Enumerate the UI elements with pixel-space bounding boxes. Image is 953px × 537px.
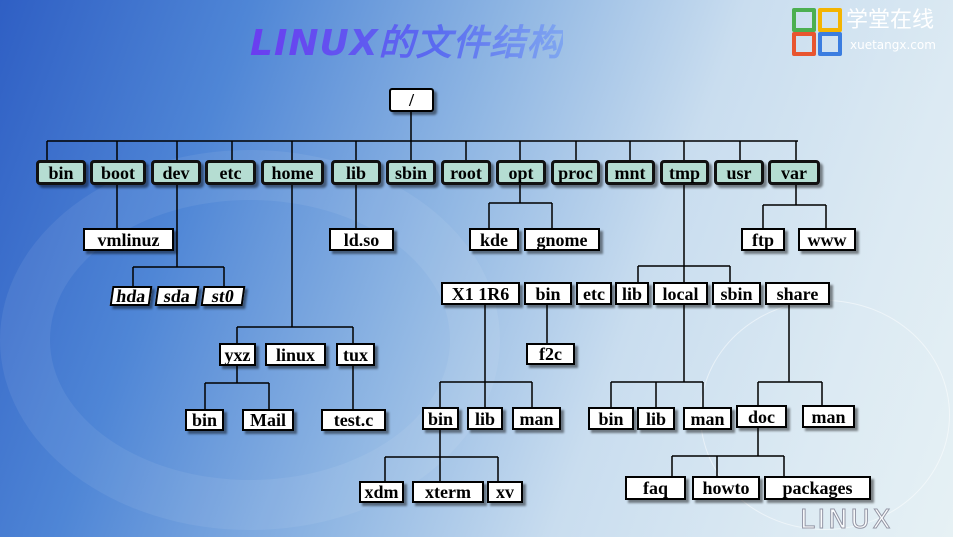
directory-node: doc	[736, 405, 787, 428]
directory-node: faq	[625, 476, 686, 500]
logo-icon	[818, 8, 842, 32]
directory-node: bin	[588, 407, 634, 430]
directory-node: man	[512, 407, 561, 430]
directory-node: etc	[205, 160, 256, 185]
directory-node: dev	[151, 160, 201, 185]
directory-node: root	[441, 160, 491, 185]
directory-node: linux	[265, 343, 326, 366]
page-title: LINUX的文件结构	[250, 14, 563, 66]
directory-node: mnt	[605, 160, 655, 185]
directory-node: man	[683, 407, 732, 430]
directory-node: tmp	[660, 160, 709, 185]
directory-node: usr	[714, 160, 764, 185]
logo-url: xuetangx.com	[850, 38, 936, 52]
directory-node: sbin	[712, 282, 761, 305]
logo-icon	[818, 32, 842, 56]
directory-node: vmlinuz	[83, 228, 174, 251]
directory-node: hda	[109, 286, 153, 306]
directory-node: xterm	[412, 481, 484, 503]
directory-node: etc	[576, 282, 612, 305]
directory-node: var	[768, 160, 820, 185]
directory-node: opt	[496, 160, 546, 185]
logo-text: 学堂在线	[846, 8, 935, 33]
directory-node: bin	[524, 282, 572, 305]
directory-node: Mail	[242, 409, 294, 431]
directory-node: lib	[467, 407, 503, 430]
directory-node: f2c	[526, 343, 575, 365]
directory-node: kde	[469, 228, 519, 251]
xuetangx-logo: 学堂在线 xuetangx.com	[790, 6, 950, 56]
directory-node: packages	[764, 476, 871, 500]
directory-node: xv	[487, 481, 523, 503]
directory-node: lib	[615, 282, 649, 305]
directory-node: home	[261, 160, 324, 185]
directory-node: howto	[692, 476, 760, 500]
directory-node: tux	[336, 343, 375, 366]
directory-node: lib	[637, 407, 675, 430]
directory-node: gnome	[524, 228, 600, 251]
linux-watermark: LINUX	[799, 505, 894, 536]
directory-node: boot	[90, 160, 146, 185]
directory-node: test.c	[321, 409, 386, 431]
directory-node: bin	[185, 409, 224, 431]
logo-icon	[792, 8, 816, 32]
directory-node: X1 1R6	[441, 282, 520, 305]
directory-node: sbin	[386, 160, 436, 185]
directory-node: www	[798, 228, 856, 251]
directory-node: man	[802, 405, 855, 428]
directory-node: /	[389, 88, 434, 112]
logo-icon	[792, 32, 816, 56]
directory-node: sda	[154, 286, 200, 306]
directory-node: xdm	[359, 481, 404, 503]
directory-node: proc	[551, 160, 600, 185]
directory-node: local	[653, 282, 708, 305]
directory-node: bin	[422, 407, 459, 430]
directory-node: bin	[36, 160, 86, 185]
directory-node: ld.so	[329, 228, 394, 251]
directory-node: st0	[200, 286, 246, 306]
directory-node: share	[765, 282, 830, 305]
directory-node: lib	[331, 160, 381, 185]
directory-node: yxz	[219, 343, 256, 366]
directory-node: ftp	[741, 228, 785, 251]
